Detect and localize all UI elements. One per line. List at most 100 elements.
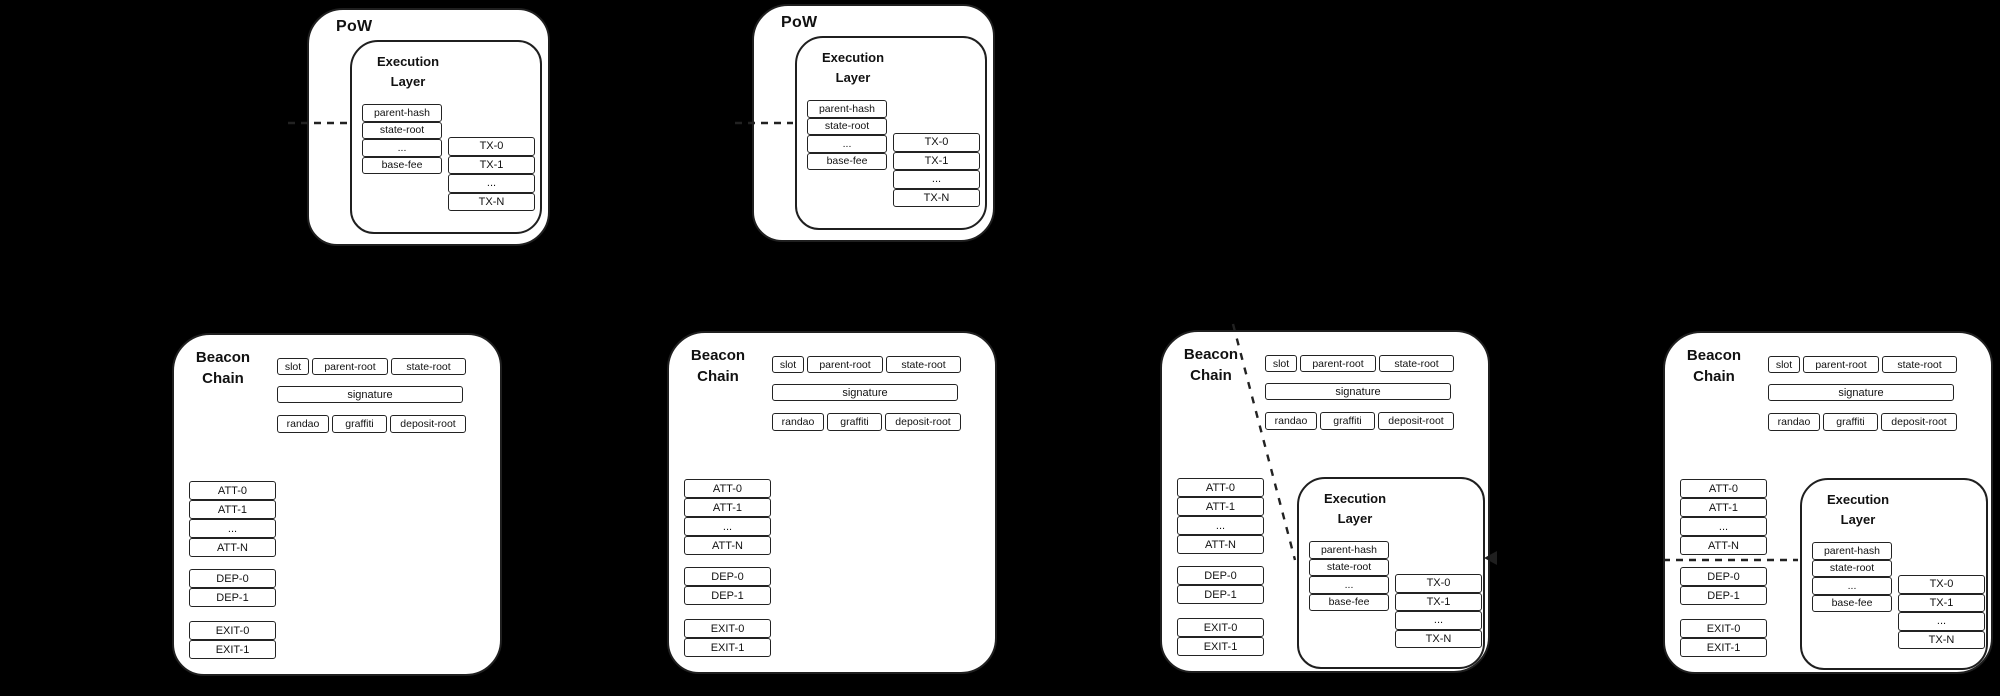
att-item: ATT-1 bbox=[1680, 498, 1767, 517]
exit-list: EXIT-0 EXIT-1 bbox=[1177, 618, 1264, 656]
execution-layer-box: Execution Layer parent-hash state-root .… bbox=[350, 40, 542, 234]
field-slot: slot bbox=[1768, 356, 1800, 373]
el-header-fields: parent-hash state-root ... base-fee bbox=[807, 100, 887, 170]
att-item: ATT-0 bbox=[1177, 478, 1264, 497]
tx-item: TX-N bbox=[448, 192, 535, 211]
field-base-fee: base-fee bbox=[362, 156, 442, 174]
slot-row: slot parent-root state-root bbox=[772, 356, 961, 373]
att-item: ATT-1 bbox=[189, 500, 276, 519]
att-item: ... bbox=[1680, 517, 1767, 536]
deposit-list: DEP-0 DEP-1 bbox=[1680, 567, 1767, 605]
field-randao: randao bbox=[1265, 412, 1317, 430]
slot-row: slot parent-root state-root bbox=[1265, 355, 1454, 372]
attestation-list: ATT-0 ATT-1 ... ATT-N bbox=[1680, 479, 1767, 555]
exit-item: EXIT-0 bbox=[1177, 618, 1264, 637]
el-header-fields: parent-hash state-root ... base-fee bbox=[1309, 541, 1389, 611]
tx-item: TX-0 bbox=[893, 133, 980, 152]
exit-item: EXIT-1 bbox=[1177, 637, 1264, 656]
exit-list: EXIT-0 EXIT-1 bbox=[684, 619, 771, 657]
slot-row: slot parent-root state-root bbox=[277, 358, 466, 375]
field-state-root: state-root bbox=[362, 121, 442, 139]
att-item: ATT-0 bbox=[684, 479, 771, 498]
el-transactions: TX-0 TX-1 ... TX-N bbox=[1898, 575, 1985, 649]
beacon-title: Beacon Chain bbox=[1686, 347, 1742, 385]
pow-block: PoW Execution Layer parent-hash state-ro… bbox=[307, 8, 550, 246]
att-item: ATT-N bbox=[1680, 536, 1767, 555]
deposit-list: DEP-0 DEP-1 bbox=[189, 569, 276, 607]
exit-list: EXIT-0 EXIT-1 bbox=[1680, 619, 1767, 657]
field-parent-root: parent-root bbox=[312, 358, 388, 375]
body-row: randao graffiti deposit-root bbox=[1768, 413, 1957, 431]
field-slot: slot bbox=[772, 356, 804, 373]
att-item: ATT-0 bbox=[1680, 479, 1767, 498]
el-transactions: TX-0 TX-1 ... TX-N bbox=[893, 133, 980, 207]
tx-item: ... bbox=[893, 170, 980, 189]
att-item: ATT-1 bbox=[684, 498, 771, 517]
signature-row: signature bbox=[1265, 383, 1451, 400]
execution-layer-title: Execution Layer bbox=[1323, 491, 1387, 526]
field-signature: signature bbox=[1265, 383, 1451, 400]
field-state-root: state-root bbox=[1812, 559, 1892, 577]
tx-item: TX-0 bbox=[1898, 575, 1985, 594]
exit-item: EXIT-0 bbox=[189, 621, 276, 640]
dep-item: DEP-1 bbox=[1177, 585, 1264, 604]
att-item: ... bbox=[1177, 516, 1264, 535]
deposit-list: DEP-0 DEP-1 bbox=[1177, 566, 1264, 604]
deposit-list: DEP-0 DEP-1 bbox=[684, 567, 771, 605]
field-state-root: state-root bbox=[886, 356, 961, 373]
field-state-root: state-root bbox=[1379, 355, 1454, 372]
dep-item: DEP-1 bbox=[684, 586, 771, 605]
tx-item: TX-1 bbox=[1898, 593, 1985, 612]
execution-layer-box: Execution Layer parent-hash state-root .… bbox=[1297, 477, 1485, 669]
field-deposit-root: deposit-root bbox=[885, 413, 961, 431]
field-state-root: state-root bbox=[391, 358, 466, 375]
tx-item: TX-N bbox=[893, 188, 980, 207]
exit-list: EXIT-0 EXIT-1 bbox=[189, 621, 276, 659]
exit-item: EXIT-0 bbox=[684, 619, 771, 638]
slot-row: slot parent-root state-root bbox=[1768, 356, 1957, 373]
attestation-list: ATT-0 ATT-1 ... ATT-N bbox=[1177, 478, 1264, 554]
dep-item: DEP-0 bbox=[1680, 567, 1767, 586]
field-ellipsis: ... bbox=[1812, 577, 1892, 595]
pow-title: PoW bbox=[781, 14, 818, 31]
dep-item: DEP-1 bbox=[189, 588, 276, 607]
field-parent-hash: parent-hash bbox=[362, 104, 442, 122]
tx-item: ... bbox=[448, 174, 535, 193]
field-parent-hash: parent-hash bbox=[1812, 542, 1892, 560]
exit-item: EXIT-1 bbox=[189, 640, 276, 659]
field-deposit-root: deposit-root bbox=[1881, 413, 1957, 431]
field-parent-hash: parent-hash bbox=[1309, 541, 1389, 559]
tx-item: ... bbox=[1898, 612, 1985, 631]
beacon-block: Beacon Chain slot parent-root state-root… bbox=[1160, 330, 1490, 673]
field-base-fee: base-fee bbox=[807, 152, 887, 170]
beacon-title: Beacon Chain bbox=[1183, 346, 1239, 384]
body-row: randao graffiti deposit-root bbox=[1265, 412, 1454, 430]
field-signature: signature bbox=[277, 386, 463, 403]
tx-item: TX-N bbox=[1898, 630, 1985, 649]
field-parent-root: parent-root bbox=[807, 356, 883, 373]
field-signature: signature bbox=[1768, 384, 1954, 401]
beacon-block: Beacon Chain slot parent-root state-root… bbox=[667, 331, 997, 674]
exit-item: EXIT-0 bbox=[1680, 619, 1767, 638]
field-signature: signature bbox=[772, 384, 958, 401]
tx-item: TX-1 bbox=[1395, 592, 1482, 611]
dep-item: DEP-0 bbox=[684, 567, 771, 586]
att-item: ATT-N bbox=[189, 538, 276, 557]
signature-row: signature bbox=[277, 386, 463, 403]
field-ellipsis: ... bbox=[362, 139, 442, 157]
el-transactions: TX-0 TX-1 ... TX-N bbox=[448, 137, 535, 211]
att-item: ATT-0 bbox=[189, 481, 276, 500]
execution-layer-box: Execution Layer parent-hash state-root .… bbox=[795, 36, 987, 230]
field-base-fee: base-fee bbox=[1309, 593, 1389, 611]
el-header-fields: parent-hash state-root ... base-fee bbox=[362, 104, 442, 174]
beacon-block: Beacon Chain slot parent-root state-root… bbox=[1663, 331, 1993, 674]
field-ellipsis: ... bbox=[807, 135, 887, 153]
execution-layer-title: Execution Layer bbox=[376, 54, 440, 89]
field-state-root: state-root bbox=[807, 117, 887, 135]
pow-block: PoW Execution Layer parent-hash state-ro… bbox=[752, 4, 995, 242]
field-randao: randao bbox=[1768, 413, 1820, 431]
el-header-fields: parent-hash state-root ... base-fee bbox=[1812, 542, 1892, 612]
att-item: ... bbox=[189, 519, 276, 538]
exit-item: EXIT-1 bbox=[684, 638, 771, 657]
field-state-root: state-root bbox=[1882, 356, 1957, 373]
